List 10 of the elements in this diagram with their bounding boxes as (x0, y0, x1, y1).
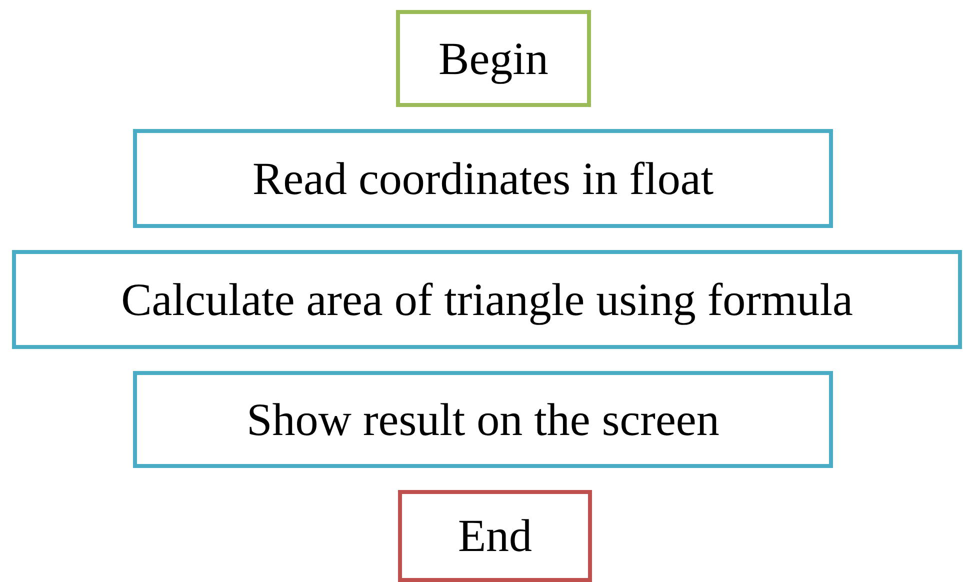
box-label: End (458, 509, 532, 564)
process-box (398, 490, 592, 582)
process-box (133, 129, 833, 228)
box-label: Calculate area of triangle using formula (121, 272, 853, 327)
box-label: Read coordinates in float (252, 152, 714, 206)
box-label: Show result on the screen (246, 392, 720, 447)
process-box (396, 10, 591, 107)
process-box (12, 250, 962, 349)
box-label: Begin (438, 32, 548, 86)
process-box (133, 371, 833, 468)
